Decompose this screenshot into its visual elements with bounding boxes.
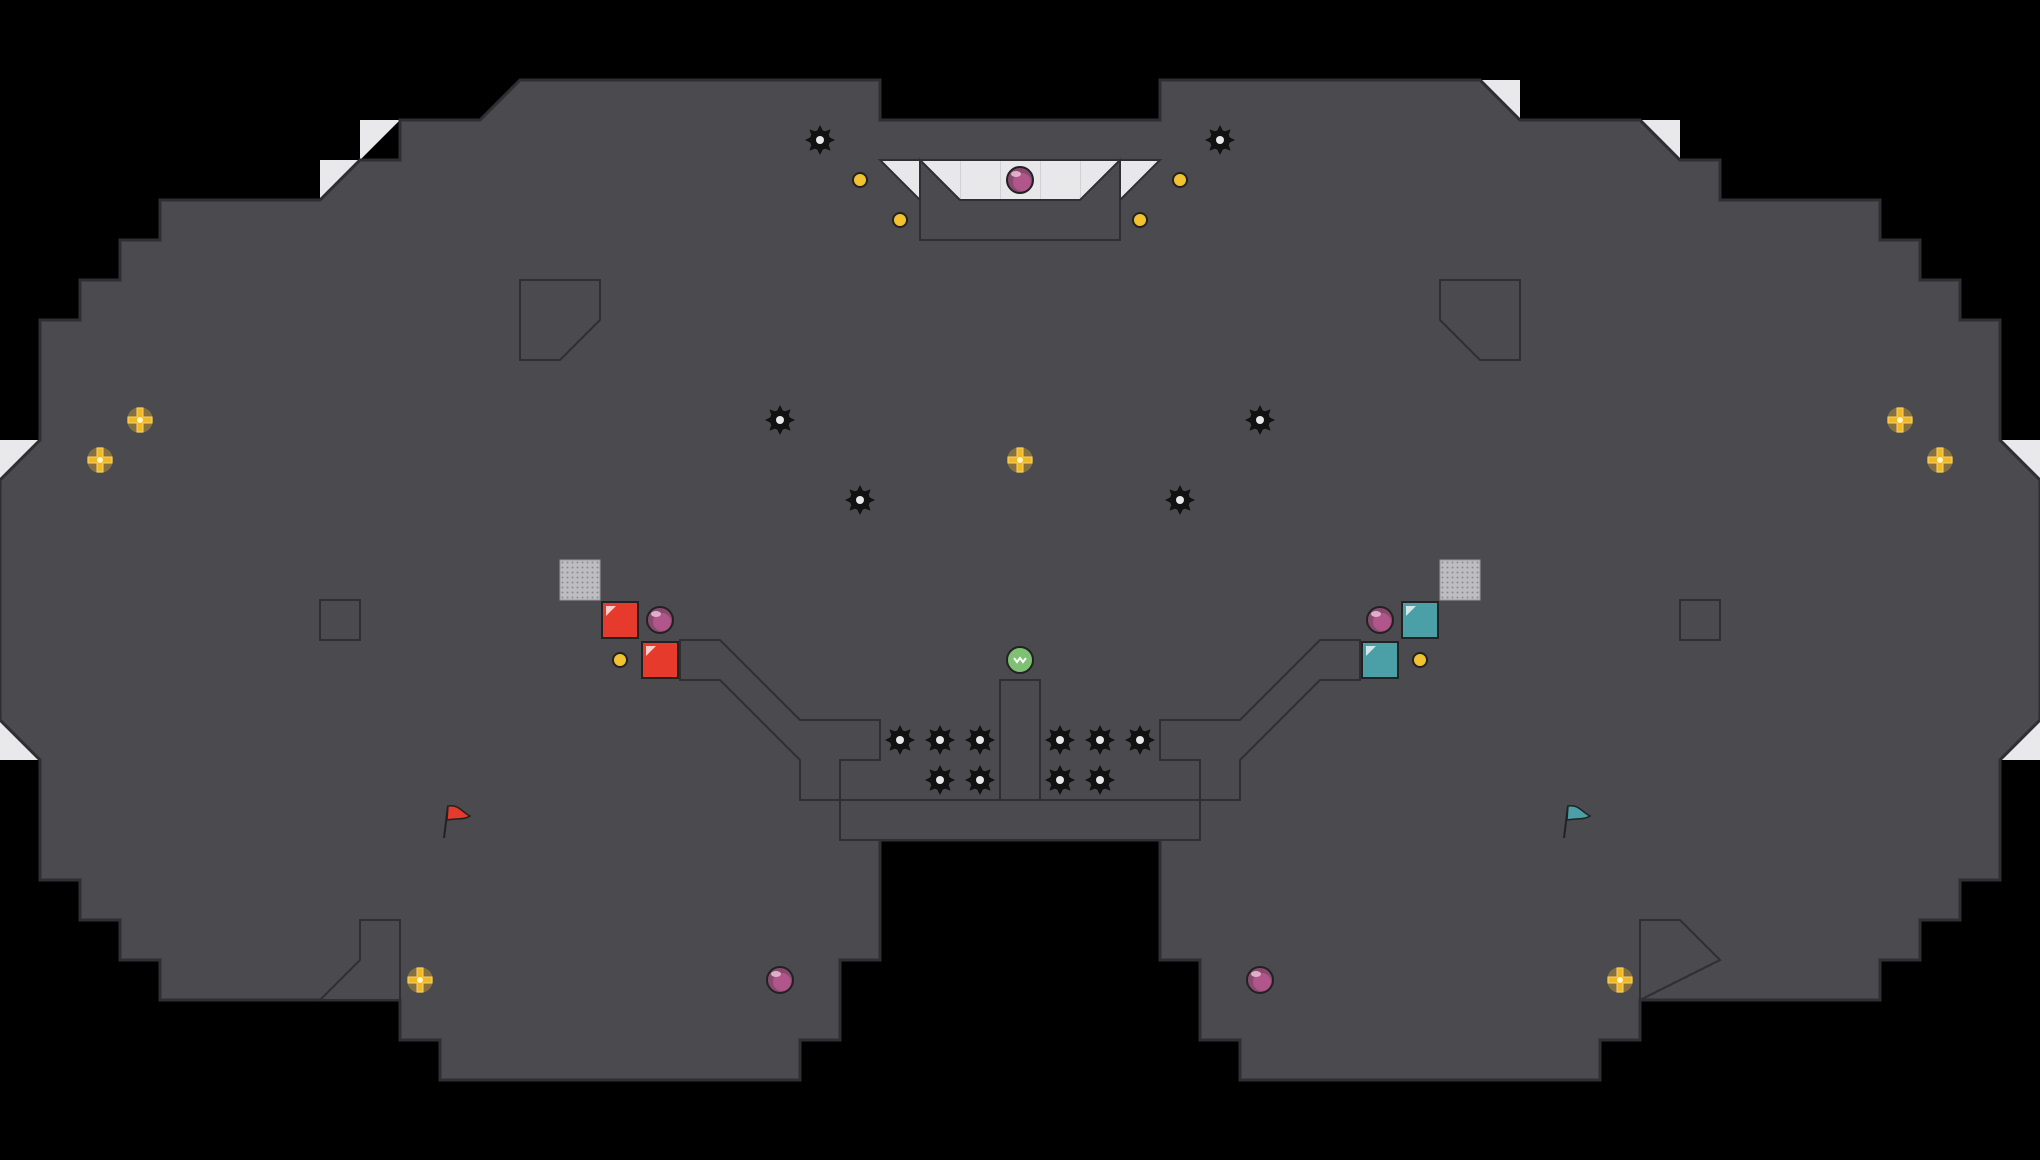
boost-icon xyxy=(1606,966,1634,994)
spike-icon xyxy=(1085,725,1115,755)
neutral-gate-fill xyxy=(1006,646,1034,674)
right-lower-corner xyxy=(1639,919,1722,1002)
boost-icon xyxy=(406,966,434,994)
right-block xyxy=(1679,599,1721,641)
left-ramp-wall xyxy=(679,639,881,801)
spike-icon xyxy=(1125,725,1155,755)
red-flag-icon xyxy=(443,804,472,839)
red-flag-icon-cloth xyxy=(446,804,472,821)
blue-base-tile-shine xyxy=(1406,606,1416,616)
spike-icon xyxy=(1165,485,1195,515)
boost-icon xyxy=(1926,446,1954,474)
boost-icon xyxy=(86,446,114,474)
bomb-icon xyxy=(852,172,868,188)
right-ramp-wall xyxy=(1159,639,1361,801)
neutral-gate-mark xyxy=(1013,656,1027,664)
portal-grate xyxy=(559,559,601,601)
wall-layer xyxy=(0,78,2040,1082)
spike-icon xyxy=(1085,765,1115,795)
boost-icon xyxy=(1886,406,1914,434)
object-layer xyxy=(86,125,1954,994)
spike-icon xyxy=(1205,125,1235,155)
left-pillar xyxy=(519,279,601,361)
bomb-icon xyxy=(892,212,908,228)
spike-icon xyxy=(1045,725,1075,755)
outer-corner-tile xyxy=(360,120,400,160)
spike-icon xyxy=(885,725,915,755)
red-base-tile xyxy=(641,641,679,679)
red-base-tile xyxy=(601,601,639,639)
powerup-icon xyxy=(1006,166,1034,194)
spike-icon xyxy=(805,125,835,155)
blue-flag-icon-cloth xyxy=(1566,804,1592,821)
spike-icon xyxy=(925,725,955,755)
powerup-icon xyxy=(1246,966,1274,994)
bomb-icon xyxy=(1172,172,1188,188)
blue-flag-icon xyxy=(1563,804,1592,839)
center-divider xyxy=(999,679,1041,801)
outer-wall xyxy=(0,78,2040,1082)
right-pillar xyxy=(1439,279,1521,361)
powerup-icon xyxy=(646,606,674,634)
spike-icon xyxy=(965,725,995,755)
red-base-tile-shine xyxy=(606,606,616,616)
powerup-icon xyxy=(766,966,794,994)
portal-grate xyxy=(1439,559,1481,601)
spike-icon xyxy=(1045,765,1075,795)
left-lower-corner xyxy=(317,919,401,1001)
bomb-icon xyxy=(612,652,628,668)
bomb-icon xyxy=(1132,212,1148,228)
spike-icon xyxy=(765,405,795,435)
left-block xyxy=(319,599,361,641)
powerup-icon xyxy=(1366,606,1394,634)
red-base-tile-shine xyxy=(646,646,656,656)
blue-base-tile-shine xyxy=(1366,646,1376,656)
neutral-gate-orb xyxy=(1006,646,1034,674)
top-alcove-wall xyxy=(919,157,1121,241)
spike-icon xyxy=(845,485,875,515)
blue-base-tile xyxy=(1361,641,1399,679)
spike-icon xyxy=(965,765,995,795)
boost-icon xyxy=(1006,446,1034,474)
blue-base-tile xyxy=(1401,601,1439,639)
spike-icon xyxy=(925,765,955,795)
bomb-icon xyxy=(1412,652,1428,668)
boost-icon xyxy=(126,406,154,434)
pit-ledge xyxy=(839,799,1201,841)
spike-icon xyxy=(1245,405,1275,435)
